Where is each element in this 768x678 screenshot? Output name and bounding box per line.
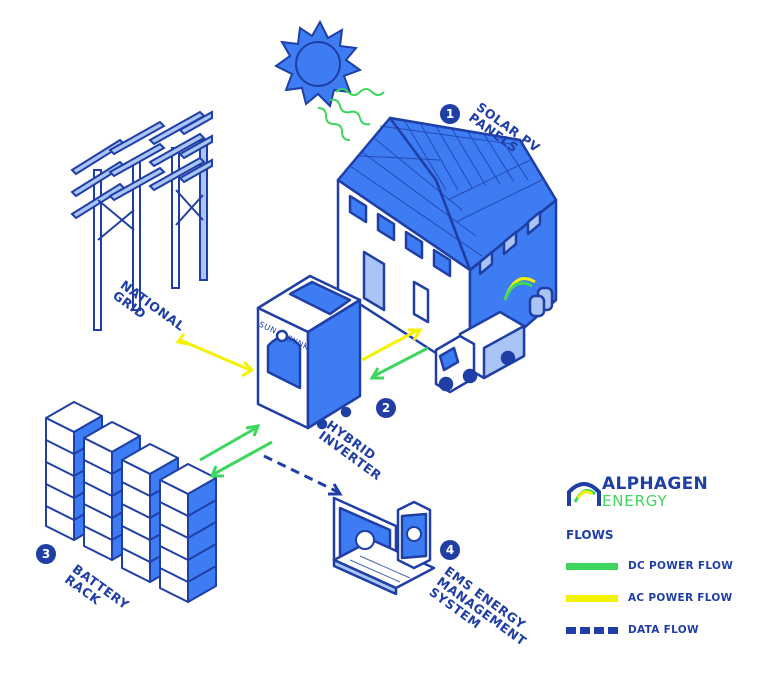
legend-item-dc: DC POWER FLOW bbox=[566, 560, 733, 572]
delivery-truck bbox=[434, 310, 526, 394]
sunlight-rays bbox=[317, 88, 385, 141]
legend-swatch-ac bbox=[566, 594, 618, 602]
logo-line2: ENERGY bbox=[602, 492, 668, 510]
legend-label-data: DATA FLOW bbox=[628, 624, 699, 636]
legend-item-data: DATA FLOW bbox=[566, 624, 699, 636]
sun-icon bbox=[274, 19, 363, 108]
badge-battery: 3 bbox=[36, 544, 56, 564]
data-flow-ems bbox=[263, 454, 339, 494]
badge-inverter: 2 bbox=[376, 398, 396, 418]
solar-building bbox=[336, 116, 558, 377]
ac-flow-grid bbox=[175, 333, 255, 378]
legend-label-ac: AC POWER FLOW bbox=[628, 592, 733, 604]
logo-house-icon bbox=[567, 482, 601, 506]
ac-flow-truck bbox=[361, 328, 423, 362]
hybrid-inverter bbox=[256, 274, 362, 430]
dc-flow-battery bbox=[199, 424, 273, 478]
national-grid-pylons bbox=[70, 110, 213, 331]
legend-swatch-data bbox=[566, 626, 618, 634]
legend-item-ac: AC POWER FLOW bbox=[566, 592, 733, 604]
legend-title: FLOWS bbox=[566, 528, 614, 542]
logo-line1: ALPHAGEN bbox=[602, 474, 709, 494]
dc-flow-truck bbox=[369, 346, 429, 380]
badge-solar: 1 bbox=[440, 104, 460, 124]
battery-rack bbox=[45, 401, 217, 603]
badge-ems: 4 bbox=[440, 540, 460, 560]
ems-devices bbox=[332, 496, 436, 596]
legend-label-dc: DC POWER FLOW bbox=[628, 560, 734, 572]
alphagen-logo: ALPHAGEN ENERGY bbox=[566, 474, 709, 514]
legend-swatch-dc bbox=[566, 562, 618, 570]
